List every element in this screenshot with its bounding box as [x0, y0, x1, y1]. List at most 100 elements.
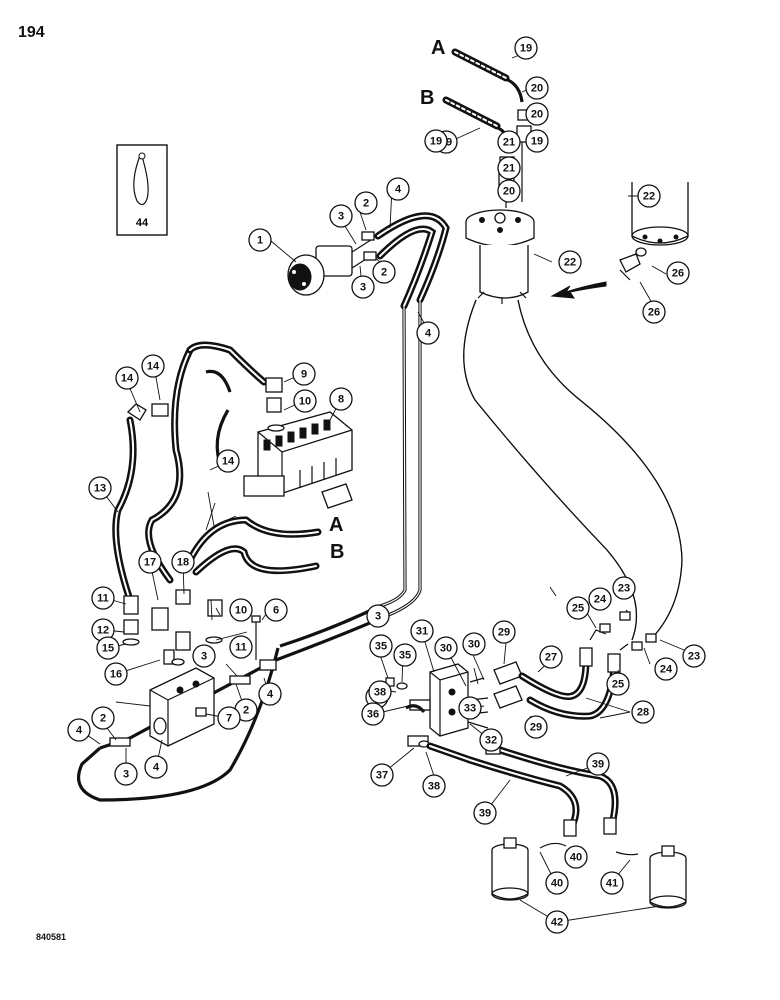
callout-number: 4: [267, 689, 274, 701]
callout-29: 29: [492, 620, 516, 644]
callout-number: 29: [530, 722, 542, 734]
motor-hoses: [374, 212, 450, 618]
callout-4: 4: [258, 682, 282, 706]
callout-21: 21: [497, 130, 521, 154]
callout-14: 14: [141, 354, 165, 378]
top-hoses: [442, 48, 533, 208]
callout-10: 10: [229, 598, 253, 622]
callout-number: 28: [637, 707, 649, 719]
callout-number: 2: [363, 198, 369, 210]
inset-box: 44: [116, 144, 168, 236]
callout-number: 20: [531, 109, 543, 121]
connection-label-a-lower: A: [329, 514, 343, 536]
callout-number: 41: [606, 878, 618, 890]
inset-label: 44: [136, 217, 149, 229]
callout-number: 35: [399, 650, 411, 662]
callout-33: 33: [458, 696, 482, 720]
callout-number: 20: [531, 83, 543, 95]
callout-12: 12: [91, 618, 115, 642]
callout-14: 14: [115, 366, 139, 390]
callout-number: 14: [222, 456, 235, 468]
callout-8: 8: [329, 387, 353, 411]
callout-number: 20: [503, 186, 515, 198]
callout-24: 24: [654, 657, 678, 681]
callout-23: 23: [682, 644, 706, 668]
callout-number: 22: [643, 191, 655, 203]
callout-number: 14: [121, 373, 134, 385]
callout-29: 29: [524, 715, 548, 739]
callout-number: 11: [97, 593, 109, 605]
callout-number: 19: [520, 43, 532, 55]
callout-32: 32: [479, 728, 503, 752]
callout-40: 40: [564, 845, 588, 869]
callout-number: 13: [94, 483, 106, 495]
callout-number: 22: [564, 257, 576, 269]
callout-number: 7: [226, 713, 232, 725]
swivel-assembly: [465, 209, 535, 304]
callout-20: 20: [525, 102, 549, 126]
callout-number: 30: [468, 639, 480, 651]
callout-number: 31: [416, 626, 428, 638]
callout-39: 39: [473, 801, 497, 825]
callout-number: 3: [123, 769, 129, 781]
callout-number: 35: [375, 641, 387, 653]
callout-2: 2: [234, 698, 258, 722]
callout-13: 13: [88, 476, 112, 500]
document-code: 840581: [36, 932, 67, 942]
callout-21: 21: [497, 156, 521, 180]
callout-7: 7: [217, 706, 241, 730]
callout-2: 2: [372, 260, 396, 284]
callout-42: 42: [545, 910, 569, 934]
callout-number: 24: [594, 594, 607, 606]
direction-arrow: [550, 281, 607, 299]
callout-number: 27: [545, 652, 557, 664]
callout-3: 3: [114, 762, 138, 786]
callout-24: 24: [588, 587, 612, 611]
callout-number: 39: [592, 759, 604, 771]
callout-number: 38: [374, 687, 386, 699]
connection-label-b-top: B: [420, 87, 434, 109]
right-valve-block: [385, 661, 523, 748]
callout-26: 26: [642, 300, 666, 324]
callout-28: 28: [631, 700, 655, 724]
callout-number: 42: [551, 917, 563, 929]
callout-40: 40: [545, 871, 569, 895]
callout-number: 3: [338, 211, 344, 223]
callout-38: 38: [368, 680, 392, 704]
callout-number: 4: [76, 725, 83, 737]
callout-39: 39: [586, 752, 610, 776]
callout-26: 26: [666, 261, 690, 285]
callout-4: 4: [67, 718, 91, 742]
callout-number: 12: [97, 625, 109, 637]
filters: [491, 837, 687, 909]
callout-11: 11: [229, 635, 253, 659]
callout-16: 16: [104, 662, 128, 686]
callout-number: 14: [147, 361, 160, 373]
callout-20: 20: [497, 179, 521, 203]
callout-41: 41: [600, 871, 624, 895]
callout-number: 40: [551, 878, 563, 890]
callout-3: 3: [329, 204, 353, 228]
connection-label-a-top: A: [431, 37, 445, 59]
callout-number: 32: [485, 735, 497, 747]
callout-number: 3: [360, 282, 366, 294]
callout-23: 23: [612, 576, 636, 600]
callout-number: 10: [235, 605, 247, 617]
callout-14: 14: [216, 449, 240, 473]
callout-number: 17: [144, 557, 156, 569]
callout-9: 9: [292, 362, 316, 386]
page-number: 194: [18, 24, 45, 41]
callout-layer: 1222233333444446789101011111213141414151…: [67, 36, 706, 934]
callout-number: 21: [503, 163, 515, 175]
callout-37: 37: [370, 763, 394, 787]
callout-number: 3: [375, 611, 381, 623]
callout-38: 38: [422, 774, 446, 798]
callout-4: 4: [386, 177, 410, 201]
callout-31: 31: [410, 619, 434, 643]
callout-number: 6: [273, 605, 279, 617]
callout-number: 8: [338, 394, 344, 406]
filter-hoses: [426, 742, 619, 837]
left-fittings: [122, 377, 285, 666]
callout-number: 10: [299, 396, 311, 408]
